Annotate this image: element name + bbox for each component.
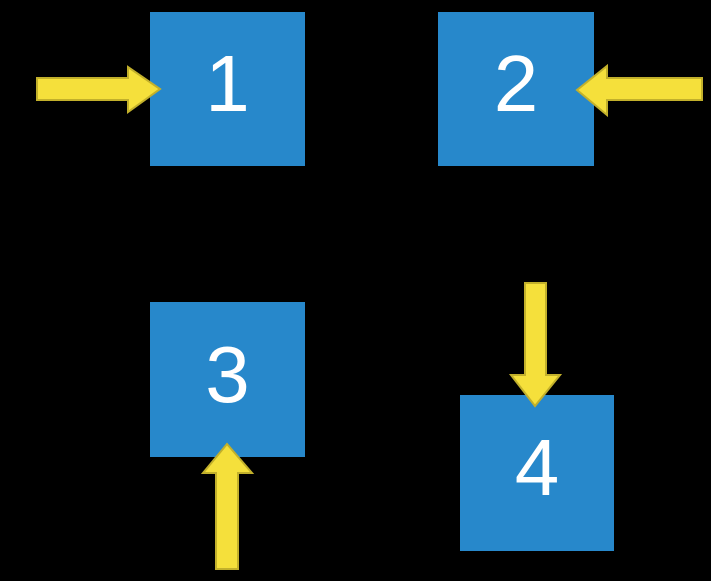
arrow-up-icon: [200, 442, 255, 570]
box-4-label: 4: [514, 423, 560, 512]
box-4: 4: [460, 395, 614, 551]
box-2: 2: [438, 12, 594, 166]
arrow-left-icon: [575, 63, 703, 118]
arrow-right-icon: [36, 65, 162, 114]
arrow-down-icon: [508, 282, 563, 408]
box-3: 3: [150, 302, 305, 457]
box-3-label: 3: [205, 329, 250, 419]
box-1: 1: [150, 12, 305, 166]
box-1-label: 1: [205, 39, 250, 128]
box-2-label: 2: [493, 39, 539, 128]
